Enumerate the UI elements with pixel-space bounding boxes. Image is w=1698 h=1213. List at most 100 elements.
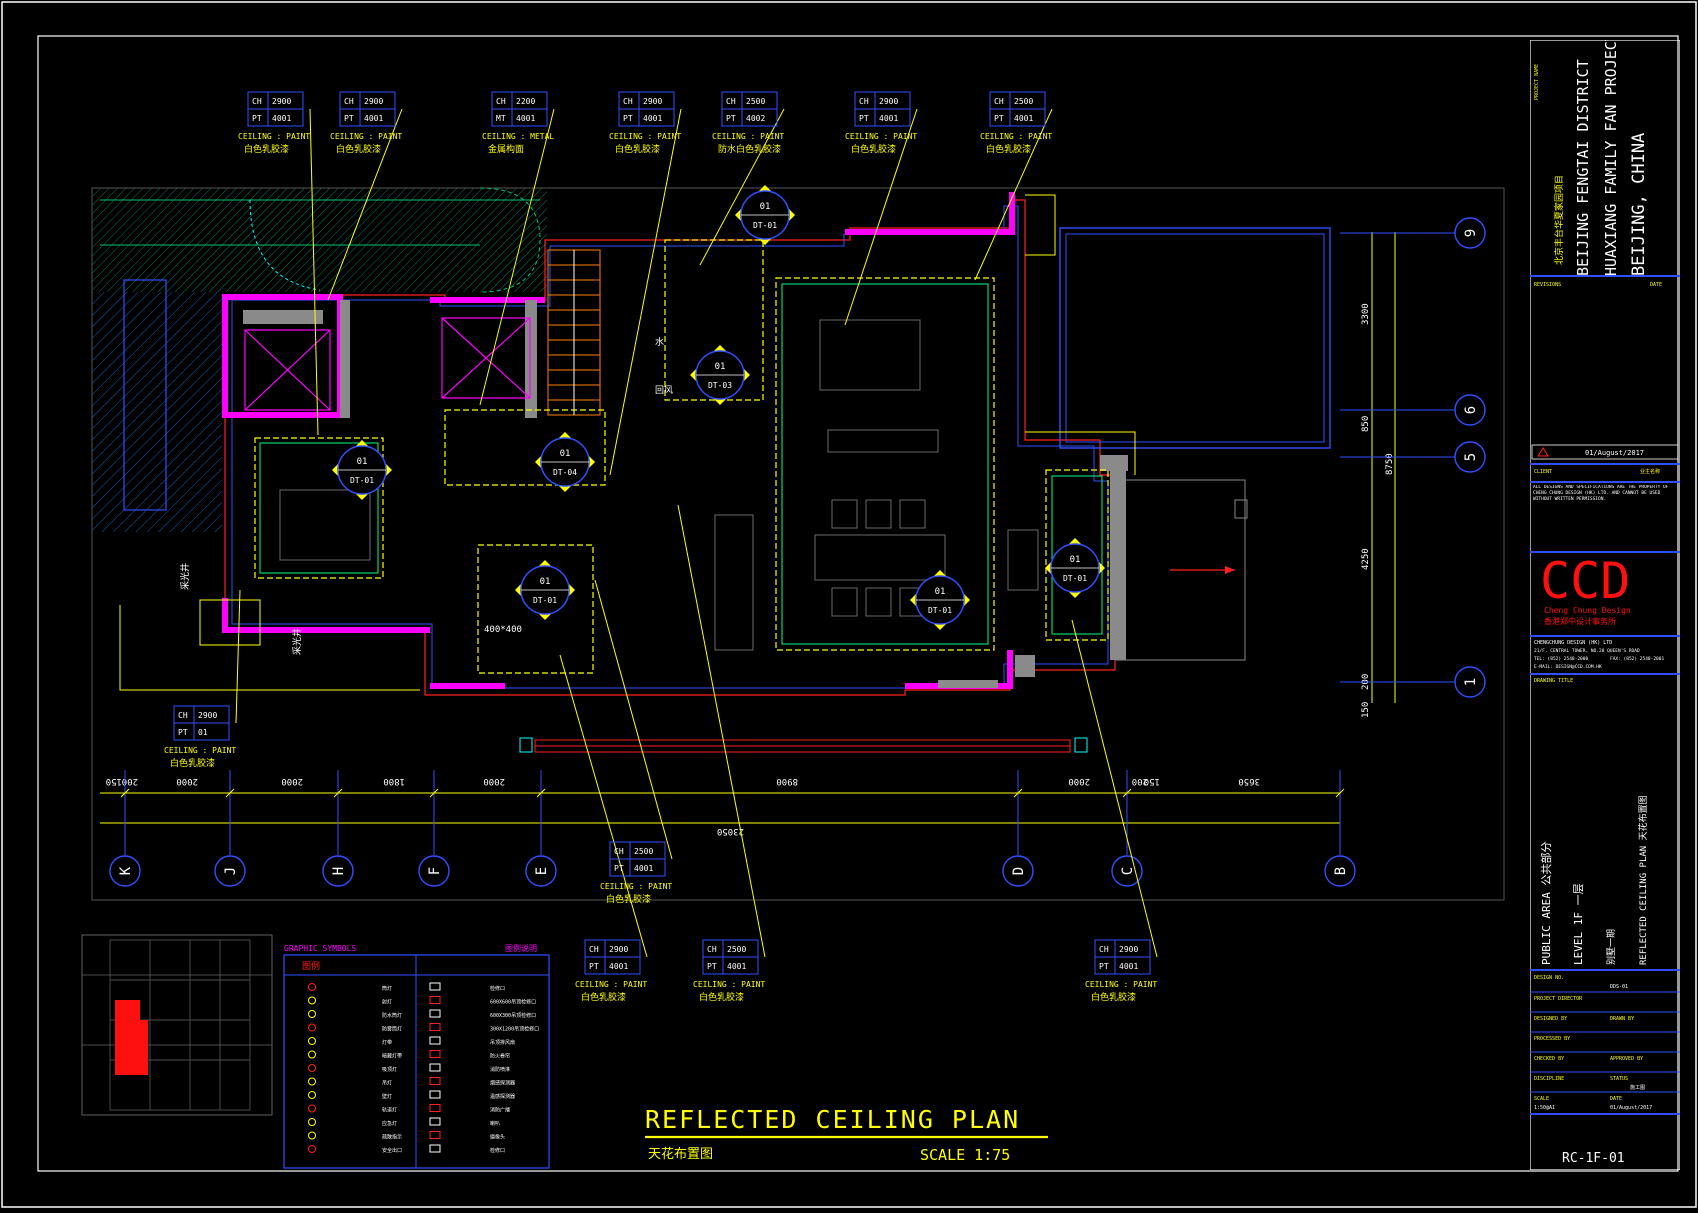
grid-bubble — [1002, 855, 1034, 887]
tb-status: STATUS — [1610, 1076, 1628, 1082]
tag-leader — [309, 108, 319, 436]
detail-markers: 01DT-0101DT-0301DT-0101DT-0401DT-0101DT-… — [332, 185, 1105, 630]
tag-ch-value: 2900 — [879, 97, 898, 106]
legend-label-b: 消防喷淋 — [490, 1066, 510, 1073]
tb-scale: SCALE — [1534, 1096, 1549, 1102]
legend-label-b: 600X300吊顶检修口 — [490, 1012, 536, 1019]
plan-scale: SCALE 1:75 — [920, 1146, 1010, 1164]
grid-label: J — [223, 867, 239, 875]
tag-material-cn: 白色乳胶漆 — [606, 893, 651, 905]
ceiling-inner-zones — [259, 283, 1103, 645]
dimension-text: 2000 — [176, 776, 198, 786]
tag-leader — [699, 108, 785, 266]
tag-ch-value: 2900 — [1119, 945, 1138, 954]
tag-pt-value: 4001 — [609, 962, 628, 971]
legend-label-b: 检修口 — [490, 1147, 505, 1154]
tag-pt-value: 4001 — [879, 114, 898, 123]
tag-material-en: CEILING : PAINT — [330, 132, 402, 141]
tag-ch-key: CH — [252, 97, 262, 106]
legend-symbol-b — [429, 1090, 441, 1099]
legend-symbol-b — [429, 1023, 441, 1031]
tag-leader — [844, 108, 918, 326]
tag-ch-key: CH — [623, 97, 633, 106]
tb-logo: CCD — [1540, 552, 1630, 610]
grid-dim-tick — [120, 788, 130, 798]
tag-ch-value: 2500 — [727, 945, 746, 954]
tag-material-cn: 白色乳胶漆 — [851, 143, 896, 155]
tag-ch-key: CH — [707, 945, 717, 954]
tag-leader — [559, 654, 648, 958]
grid-label: 5 — [1463, 453, 1479, 461]
tag-material-en: CEILING : PAINT — [1085, 980, 1157, 989]
grid-label: C — [1120, 867, 1136, 875]
grid-bubble — [1454, 217, 1486, 249]
title-block: PROJECT NAME 北京丰台华夏家园项目 BEIJING FENGTAI … — [1530, 40, 1680, 1170]
legend-symbol-b — [429, 1077, 441, 1085]
stair-arc — [249, 199, 321, 291]
tag-pt-value: 4001 — [272, 114, 291, 123]
legend-label-a: 防水筒灯 — [382, 1012, 402, 1019]
pillar — [199, 599, 261, 646]
marker-code: DT-01 — [533, 596, 557, 605]
terrace-inner — [1065, 233, 1325, 443]
tag-ch-key: CH — [344, 97, 354, 106]
tag-material-en: CEILING : PAINT — [693, 980, 765, 989]
tag-pt-key: PT — [344, 114, 354, 123]
legend-label-b: 防火卷帘 — [490, 1053, 510, 1060]
tag-leader — [479, 108, 555, 406]
tag-material-cn: 白色乳胶漆 — [336, 143, 381, 155]
legend-symbol — [308, 996, 316, 1005]
dimension-text: 150 — [1361, 702, 1371, 718]
legend-label-a: 防雾筒灯 — [382, 1026, 402, 1033]
entry-arrow-head — [1225, 566, 1235, 574]
tb-address: 21/F, CENTRAL TOWER, NO.28 QUEEN'S ROAD — [1534, 648, 1640, 654]
tag-ch-key: CH — [1099, 945, 1109, 954]
tag-pt-key: PT — [994, 114, 1004, 123]
dimension-text: 3300 — [1361, 303, 1371, 325]
tag-leader — [974, 108, 1053, 281]
tag-material-cn: 白色乳胶漆 — [986, 143, 1031, 155]
marker-number: 01 — [935, 587, 946, 597]
legend-label-a: 筒灯 — [382, 985, 392, 992]
tb-drawing-no: RC-1F-01 — [1562, 1151, 1625, 1166]
tag-pt-value: 4001 — [634, 864, 653, 873]
room-label-water: 水 — [655, 336, 664, 348]
tag-material-en: CEILING : PAINT — [164, 746, 236, 755]
tag-material-en: CEILING : PAINT — [712, 132, 784, 141]
tb-date-label: DATE — [1650, 282, 1662, 288]
key-plan — [81, 934, 273, 1116]
tb-fax: FAX: (852) 2548-2001 — [1610, 656, 1664, 662]
grid-bubble — [1324, 855, 1356, 887]
marker-code: DT-01 — [928, 606, 952, 615]
tag-material-cn: 白色乳胶漆 — [244, 143, 289, 155]
dimension-text: 2000 — [483, 776, 505, 786]
lightwell-hatch — [92, 292, 222, 532]
lightwell2-outline — [119, 605, 420, 691]
tb-logo-sub: Cheng Chung Design — [1544, 606, 1631, 615]
legend-title: GRAPHIC SYMBOLS — [284, 944, 356, 953]
tag-material-en: CEILING : METAL — [482, 132, 554, 141]
pillar3 — [1025, 194, 1056, 256]
tb-approved-by: APPROVED BY — [1610, 1056, 1643, 1062]
tb-date: DATE — [1610, 1096, 1622, 1102]
legend-symbol — [308, 983, 316, 991]
legend-symbol — [308, 1145, 316, 1153]
ceiling-zones — [254, 239, 1109, 674]
tag-ch-value: 2900 — [364, 97, 383, 106]
tb-project-l1: BEIJING FENGTAI DISTRICT — [1574, 59, 1592, 276]
tb-area: PUBLIC AREA 公共部分 — [1539, 842, 1553, 965]
dimension-text: 850 — [1361, 416, 1371, 432]
